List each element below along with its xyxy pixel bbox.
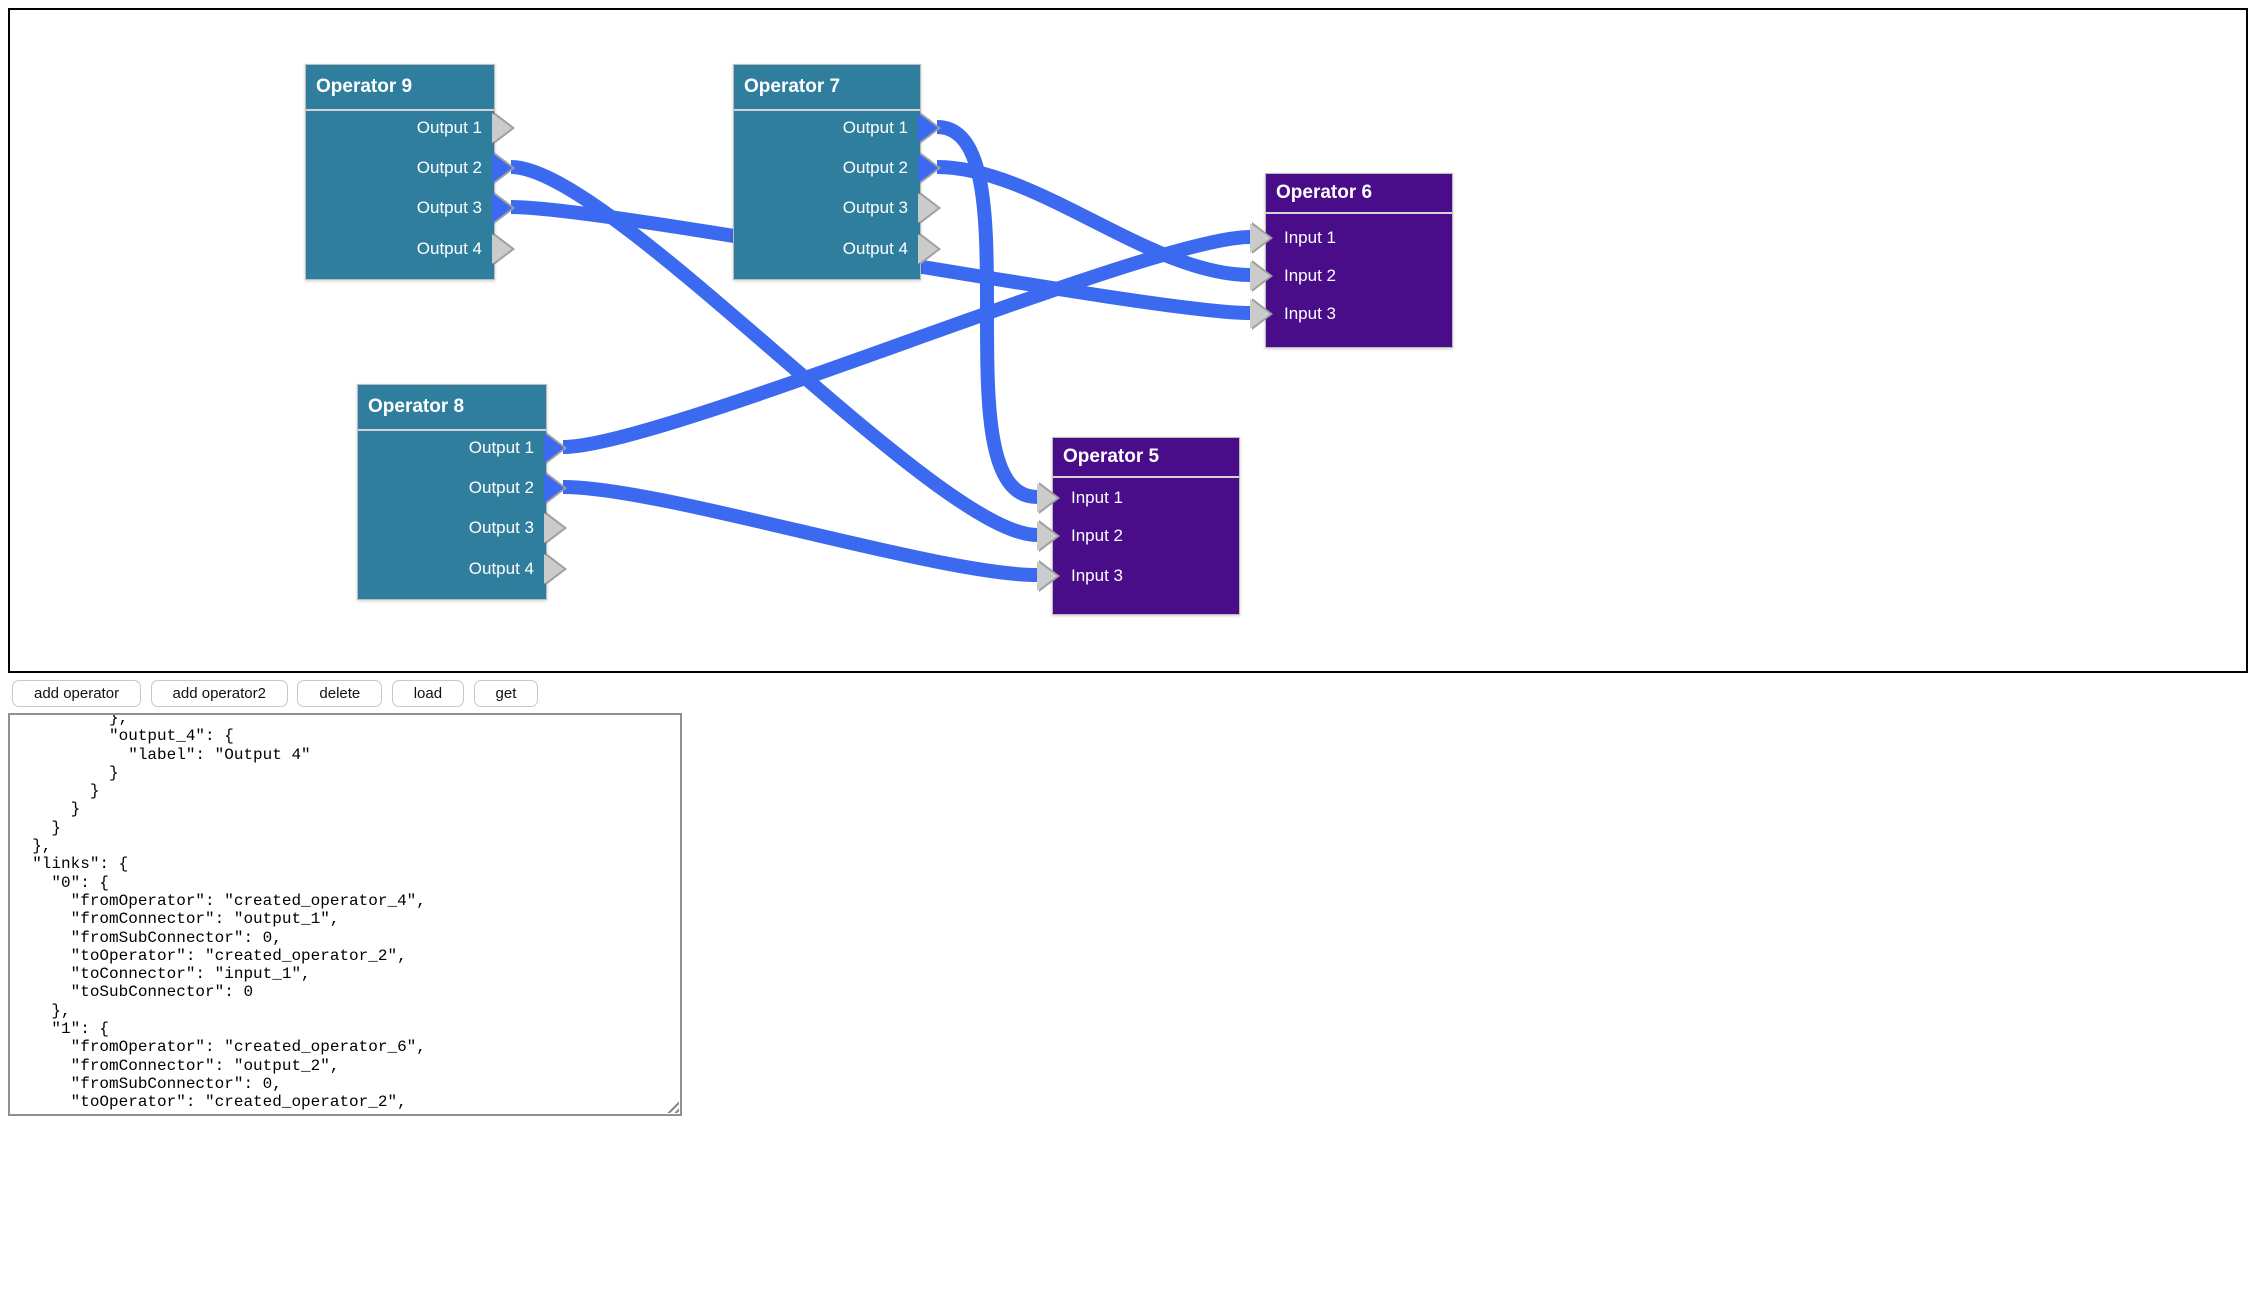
connector-label: Output 4: [416, 239, 482, 258]
connector-label: Output 3: [468, 518, 534, 537]
connector-label: Input 3: [1284, 304, 1336, 323]
connector-label: Input 1: [1284, 228, 1336, 247]
connector-label: Output 1: [842, 118, 908, 137]
operator-title: Operator 6: [1266, 174, 1452, 214]
output-connector-arrow[interactable]: [492, 153, 512, 183]
add-operator-button[interactable]: add operator: [12, 680, 142, 707]
input-connector-arrow[interactable]: [1037, 483, 1057, 513]
output-connector-arrow[interactable]: [918, 193, 938, 223]
connector-label: Input 2: [1071, 526, 1123, 545]
load-button[interactable]: load: [391, 680, 465, 707]
connector-label: Output 3: [416, 198, 482, 217]
output-connector-arrow[interactable]: [918, 113, 938, 143]
operator-operator-5[interactable]: Operator 5 Input 1 Input 2 Input 3: [1037, 437, 1240, 615]
operator-title: Operator 9: [306, 65, 494, 111]
operator-title: Operator 7: [734, 65, 920, 111]
output-connector-arrow[interactable]: [492, 113, 512, 143]
connector-label: Output 2: [842, 158, 908, 177]
connector-label: Output 1: [468, 438, 534, 457]
output-connector-arrow[interactable]: [492, 193, 512, 223]
output-connector-arrow[interactable]: [544, 554, 564, 584]
links-layer: [510, 120, 1251, 582]
operator-operator-9[interactable]: Operator 9 Output 1 Output 2 Output 3 Output…: [305, 64, 515, 280]
connector-label: Output 4: [842, 239, 908, 258]
input-connector-arrow[interactable]: [1037, 561, 1057, 591]
connector-label: Input 3: [1071, 566, 1123, 585]
output-connector-arrow[interactable]: [544, 473, 564, 503]
output-connector-arrow[interactable]: [492, 234, 512, 264]
connector-label: Output 4: [468, 559, 534, 578]
output-connector-arrow[interactable]: [544, 513, 564, 543]
input-connector-arrow[interactable]: [1037, 521, 1057, 551]
connector-label: Output 1: [416, 118, 482, 137]
add-operator2-button[interactable]: add operator2: [150, 680, 288, 707]
flowchart-canvas[interactable]: Operator 9 Output 1 Output 2 Output 3 Output…: [8, 8, 2248, 673]
get-button[interactable]: get: [473, 680, 539, 707]
link-Operator_8_Output_2-to-Operator_5_Input_3[interactable]: [562, 480, 1038, 582]
input-connector-arrow[interactable]: [1250, 261, 1270, 291]
connector-label: Output 2: [468, 478, 534, 497]
link-Operator_7_Output_2-to-Operator_6_Input_2[interactable]: [936, 160, 1251, 282]
operator-operator-8[interactable]: Operator 8 Output 1 Output 2 Output 3 Output…: [357, 384, 567, 600]
connector-label: Output 2: [416, 158, 482, 177]
input-connector-arrow[interactable]: [1250, 223, 1270, 253]
input-connector-arrow[interactable]: [1250, 299, 1270, 329]
output-connector-arrow[interactable]: [544, 433, 564, 463]
flowchart-data-textarea[interactable]: }, "output_4": { "label": "Output 4" } }…: [8, 713, 682, 1116]
operator-title: Operator 5: [1053, 438, 1239, 478]
operator-operator-6[interactable]: Operator 6 Input 1 Input 2 Input 3: [1250, 173, 1453, 348]
delete-button[interactable]: delete: [297, 680, 383, 707]
operator-operator-7[interactable]: Operator 7 Output 1 Output 2 Output 3 Output…: [733, 64, 941, 280]
toolbar: add operator add operator2 delete load g…: [12, 680, 2248, 707]
connector-label: Input 1: [1071, 488, 1123, 507]
link-Operator_8_Output_1-to-Operator_6_Input_1[interactable]: [562, 230, 1251, 454]
output-connector-arrow[interactable]: [918, 234, 938, 264]
flowchart-json-text: }, "output_4": { "label": "Output 4" } }…: [32, 713, 426, 1112]
connector-label: Input 2: [1284, 266, 1336, 285]
connector-label: Output 3: [842, 198, 908, 217]
operator-title: Operator 8: [358, 385, 546, 431]
output-connector-arrow[interactable]: [918, 153, 938, 183]
link-Operator_9_Output_2-to-Operator_5_Input_2[interactable]: [510, 160, 1038, 542]
